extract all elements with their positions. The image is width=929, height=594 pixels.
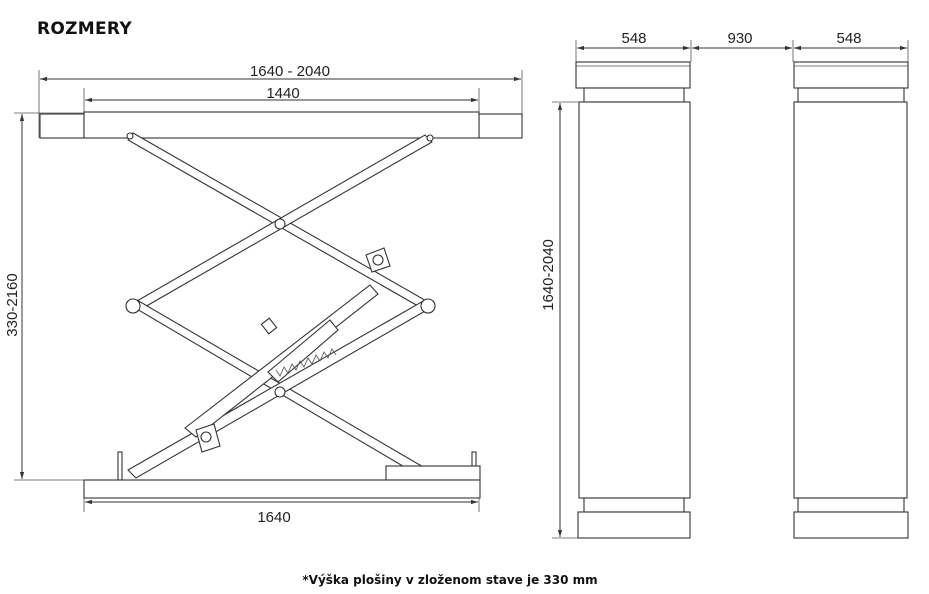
- dim-gap-label: 930: [727, 30, 752, 47]
- page-title: ROZMERY: [37, 19, 132, 39]
- side-view: 1640 - 2040 1440 330-2160: [4, 63, 523, 526]
- dim-top-view-length-label: 1640-2040: [540, 239, 557, 311]
- top-view: 548 930 548 1640-2040: [540, 30, 909, 539]
- dim-base-length-label: 1640: [257, 509, 290, 526]
- left-platform: [575, 61, 691, 539]
- dim-right-width-label: 548: [836, 30, 861, 47]
- dimension-widths: 548 930 548: [575, 30, 909, 62]
- dimension-base-length: 1640: [83, 498, 480, 526]
- dim-left-width-label: 548: [621, 30, 646, 47]
- scissor-mechanism: [125, 132, 436, 479]
- hydraulic-cylinder: [184, 247, 391, 453]
- dim-total-length-label: 1640 - 2040: [250, 63, 330, 80]
- dimension-height: 330-2160: [4, 112, 84, 481]
- dimension-total-length: 1640 - 2040: [38, 63, 523, 138]
- platform-extension-left: [39, 113, 85, 139]
- dim-platform-length-label: 1440: [266, 85, 299, 102]
- lift-platform: [83, 111, 480, 139]
- lift-base: [83, 451, 481, 499]
- dim-height-label: 330-2160: [4, 273, 21, 336]
- platform-extension-right: [478, 113, 523, 139]
- dimension-platform-length: 1440: [83, 85, 480, 112]
- dimension-top-view-length: 1640-2040: [540, 101, 579, 539]
- right-platform: [793, 61, 909, 539]
- footnote: *Výška plošiny v zloženom stave je 330 m…: [302, 573, 598, 587]
